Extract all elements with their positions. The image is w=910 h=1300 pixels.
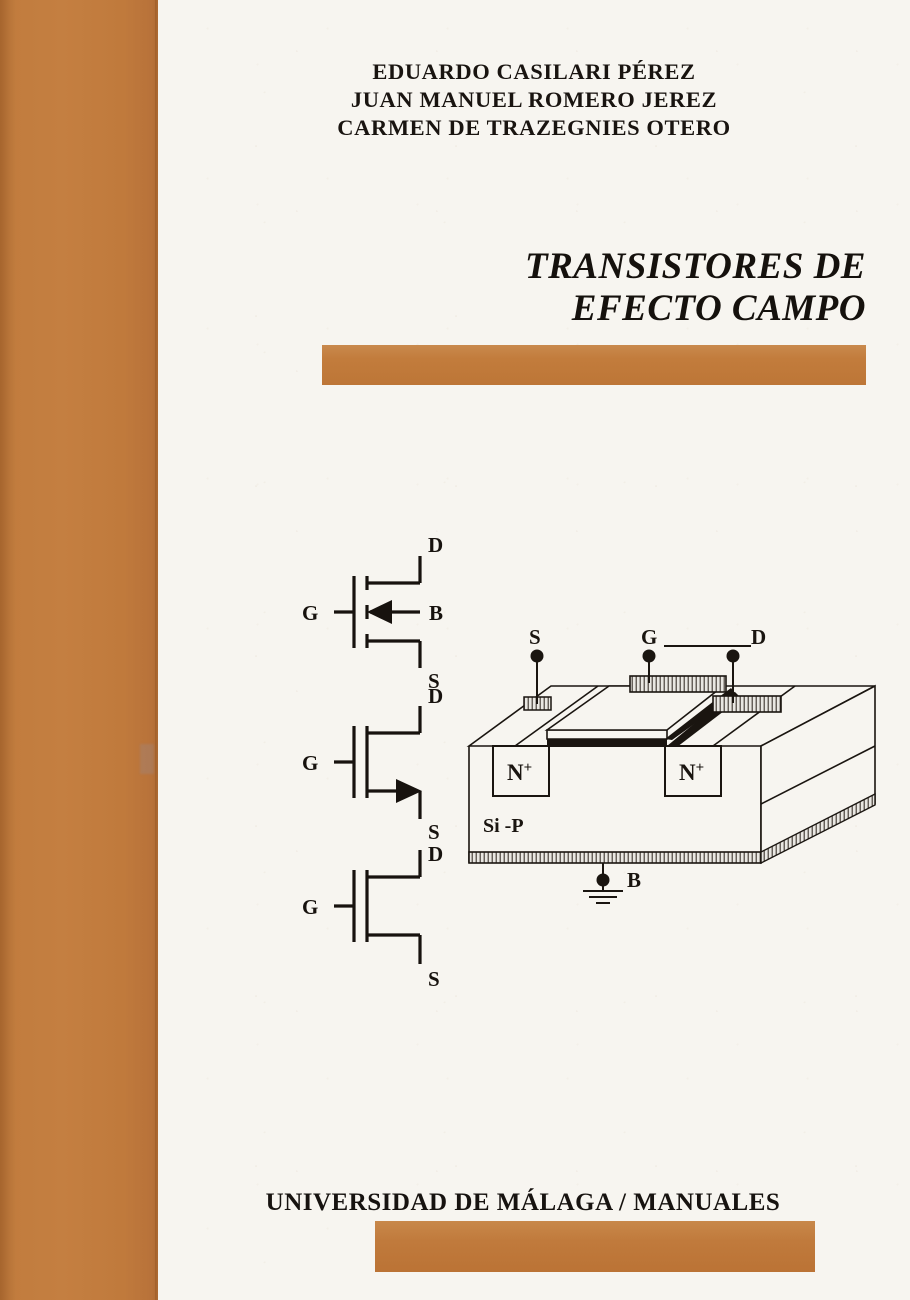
publisher-line: UNIVERSIDAD DE MÁLAGA / MANUALES: [265, 1189, 781, 1216]
n-plus-drain-region: [664, 745, 722, 797]
source-arrow-head-symbol-2: [396, 779, 422, 803]
symbol2-drain-label: D: [428, 684, 443, 708]
author-line-1: EDUARDO CASILARI PÉREZ: [372, 59, 696, 84]
source-terminal-dot: [530, 649, 544, 663]
spine-edge-shadow: [155, 0, 158, 1300]
device-bulk-label: B: [627, 868, 641, 892]
author-list: EDUARDO CASILARI PÉREZ JUAN MANUEL ROMER…: [158, 58, 910, 142]
symbol2-gate-label: G: [302, 751, 318, 775]
book-title: TRANSISTORES DE EFECTO CAMPO: [525, 246, 866, 330]
n-plus-source-region: [492, 745, 550, 797]
symbol3-gate-label: G: [302, 895, 318, 919]
bulk-terminal-dot: [596, 873, 610, 887]
symbol1-bulk-label: B: [429, 601, 443, 625]
spine-scuff-mark: [140, 744, 154, 774]
gate-oxide-dark-strip: [547, 738, 667, 747]
bulk-metal-contact-layer: [468, 851, 762, 864]
bulk-arrow-head-symbol-1: [367, 600, 392, 624]
symbol1-source-label: S: [428, 669, 440, 693]
top-face-edge-line-1: [514, 685, 599, 747]
gate-terminal-dot: [642, 649, 656, 663]
footer-accent-bar: [375, 1221, 815, 1272]
device-gate-label: G: [641, 628, 657, 649]
author-line-2: JUAN MANUEL ROMERO JEREZ: [350, 87, 718, 112]
bulk-metal-contact-side: [760, 792, 876, 865]
right-face-edge-line: [760, 745, 876, 805]
title-line-2: EFECTO CAMPO: [571, 288, 866, 329]
gate-metal-contact-pad: [629, 675, 727, 693]
mosfet-3d-structure-diagram: S G D B N+ N+ Si -P: [455, 628, 910, 918]
gate-plate-front: [546, 729, 668, 740]
title-accent-bar: [322, 345, 866, 385]
title-line-1: TRANSISTORES DE: [525, 246, 866, 287]
mosfet-symbol-column: G D S B G D S G D S: [288, 536, 468, 996]
drain-metal-contact-pad: [712, 695, 782, 713]
substrate-label: Si -P: [483, 815, 524, 837]
symbol2-source-label: S: [428, 820, 440, 844]
device-source-label: S: [529, 628, 541, 649]
symbol3-source-label: S: [428, 967, 440, 991]
symbol1-drain-label: D: [428, 536, 443, 557]
author-line-3: CARMEN DE TRAZEGNIES OTERO: [337, 115, 731, 140]
drain-terminal-dot: [726, 649, 740, 663]
symbol3-drain-label: D: [428, 842, 443, 866]
symbol1-gate-label: G: [302, 601, 318, 625]
device-drain-label: D: [751, 628, 766, 649]
spine-inner-shadow: [0, 0, 16, 1300]
book-spine: [0, 0, 158, 1300]
